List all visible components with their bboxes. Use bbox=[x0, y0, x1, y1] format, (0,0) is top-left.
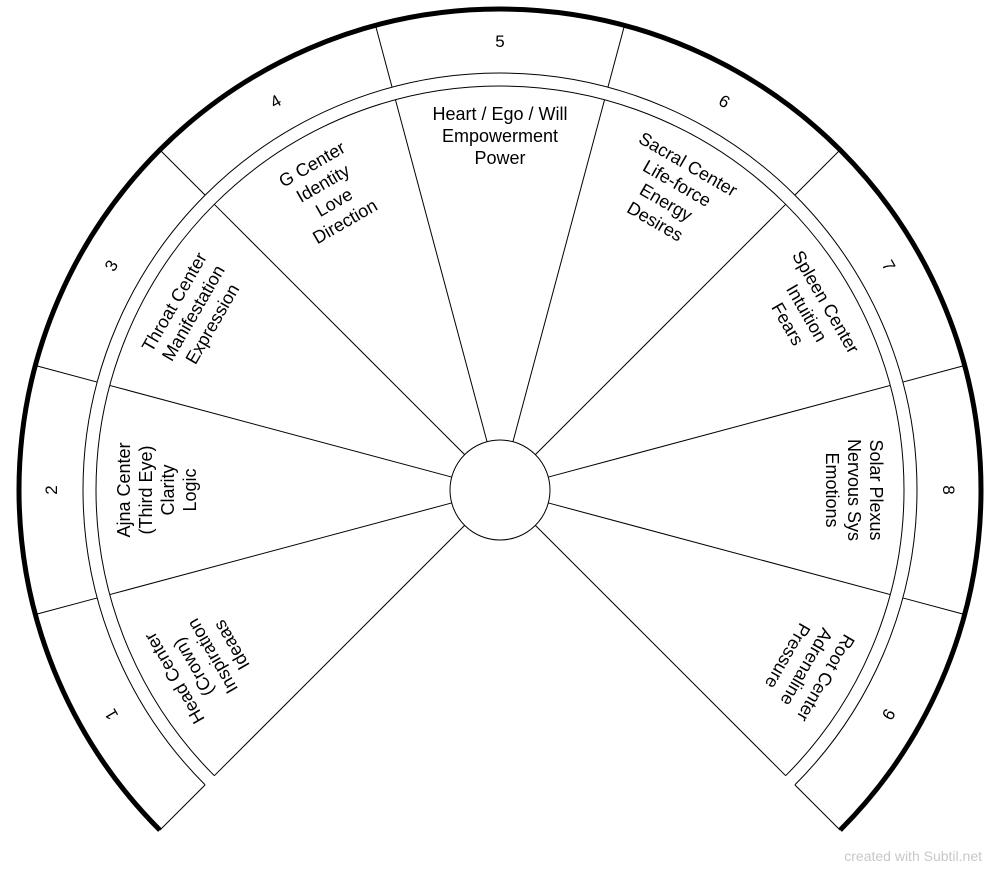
sector-label-line: Power bbox=[474, 148, 525, 168]
outer-arc bbox=[16, 6, 984, 832]
sector-label-line: Emotions bbox=[822, 452, 842, 527]
sector-number: 1 bbox=[101, 705, 122, 723]
sector-number: 2 bbox=[42, 485, 61, 494]
number-divider bbox=[159, 784, 206, 831]
sector-divider bbox=[109, 384, 452, 478]
credit-text: created with Subtil.net bbox=[844, 848, 982, 864]
sector-divider bbox=[394, 99, 488, 442]
sector-number: 8 bbox=[939, 485, 958, 494]
sector-divider bbox=[535, 203, 787, 455]
number-divider bbox=[902, 365, 965, 383]
sector-number: 4 bbox=[267, 91, 285, 112]
sector-divider bbox=[213, 525, 465, 777]
number-divider bbox=[607, 25, 625, 88]
sector-divider bbox=[213, 203, 465, 455]
center-circle bbox=[449, 439, 551, 541]
sector-divider bbox=[548, 502, 891, 596]
sector-divider bbox=[535, 525, 787, 777]
sector-label-line: Solar Plexus bbox=[866, 439, 886, 540]
number-divider bbox=[375, 25, 393, 88]
sector-label-line: Empowerment bbox=[442, 126, 558, 146]
sector-number: 3 bbox=[101, 257, 122, 275]
sector-number: 7 bbox=[878, 257, 899, 275]
sector-number: 5 bbox=[495, 32, 504, 51]
number-divider bbox=[35, 597, 98, 615]
sector-label-line: Logic bbox=[180, 468, 200, 511]
number-divider bbox=[35, 365, 98, 383]
number-divider bbox=[159, 149, 206, 196]
sector-number: 9 bbox=[878, 705, 899, 723]
number-divider bbox=[794, 784, 841, 831]
number-divider bbox=[794, 149, 841, 196]
sector-label-line: Heart / Ego / Will bbox=[432, 104, 567, 124]
sector-number: 6 bbox=[715, 91, 733, 112]
number-divider bbox=[902, 597, 965, 615]
sector-divider bbox=[548, 384, 891, 478]
sector-outer-arc bbox=[95, 85, 905, 777]
sector-label-line: (Third Eye) bbox=[136, 445, 156, 534]
sector-divider bbox=[512, 99, 606, 442]
sector-label-line: Nervous Sys bbox=[844, 439, 864, 541]
sector-divider bbox=[109, 502, 452, 596]
number-ring-inner-arc bbox=[82, 72, 918, 786]
sector-label-line: Ajna Center bbox=[114, 442, 134, 537]
sector-label-line: Clarity bbox=[158, 464, 178, 515]
